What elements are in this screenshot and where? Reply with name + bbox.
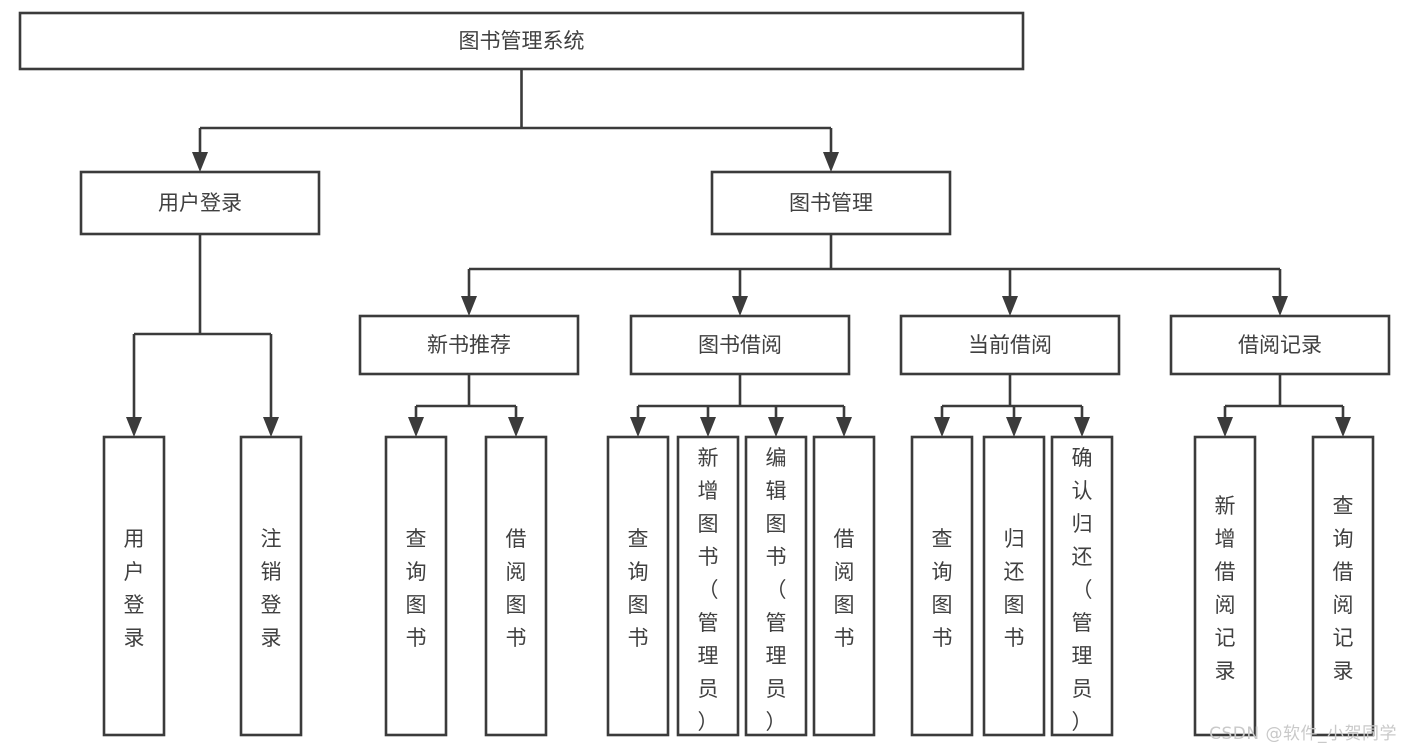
node-box-leaf-query-book-3 <box>910 435 974 737</box>
node-box-leaf-edit-book <box>744 435 808 737</box>
arrow-down-icon-leaf-borrow-book-1 <box>508 417 524 437</box>
node-box-new-book-recommend <box>358 314 580 376</box>
node-box-leaf-borrow-book-1 <box>484 435 548 737</box>
node-leaf-edit-book[interactable]: 编辑图书（管理员） <box>744 435 808 737</box>
node-label-leaf-add-borrow-record: 新增借阅记录 <box>1215 494 1236 683</box>
node-leaf-query-book-2[interactable]: 查询图书 <box>606 435 670 737</box>
node-label-leaf-query-book-3: 查询图书 <box>932 527 953 650</box>
node-leaf-return-book[interactable]: 归还图书 <box>982 435 1046 737</box>
node-current-borrow[interactable]: 当前借阅 <box>899 314 1121 376</box>
node-label-book-management: 图书管理 <box>789 191 873 215</box>
node-label-leaf-logout: 注销登录 <box>261 527 282 650</box>
node-label-leaf-query-borrow-record: 查询借阅记录 <box>1333 494 1354 683</box>
node-label-leaf-confirm-return: 确认归还（管理员） <box>1072 446 1093 734</box>
arrow-down-icon-leaf-add-book <box>700 417 716 437</box>
arrow-down-icon-new-book-recommend <box>461 296 477 316</box>
node-box-leaf-confirm-return <box>1050 435 1114 737</box>
node-box-leaf-return-book <box>982 435 1046 737</box>
node-leaf-query-book-1[interactable]: 查询图书 <box>384 435 448 737</box>
arrow-down-icon-leaf-edit-book <box>768 417 784 437</box>
node-book-management[interactable]: 图书管理 <box>710 170 952 236</box>
node-label-root: 图书管理系统 <box>459 29 585 53</box>
arrow-down-icon-leaf-user-login <box>126 417 142 437</box>
arrow-down-icon-leaf-confirm-return <box>1074 417 1090 437</box>
arrow-down-icon-leaf-borrow-book-2 <box>836 417 852 437</box>
node-leaf-query-borrow-record[interactable]: 查询借阅记录 <box>1311 435 1375 737</box>
arrow-down-icon-leaf-logout <box>263 417 279 437</box>
node-box-leaf-logout <box>239 435 303 737</box>
node-leaf-add-book[interactable]: 新增图书（管理员） <box>676 435 740 737</box>
node-box-leaf-add-book <box>676 435 740 737</box>
node-new-book-recommend[interactable]: 新书推荐 <box>358 314 580 376</box>
connector-layer <box>126 69 1351 437</box>
node-user-login[interactable]: 用户登录 <box>79 170 321 236</box>
csdn-watermark: CSDN @软件_小贺同学 <box>1209 724 1397 744</box>
node-label-leaf-edit-book: 编辑图书（管理员） <box>766 446 787 734</box>
node-leaf-borrow-book-2[interactable]: 借阅图书 <box>812 435 876 737</box>
node-box-leaf-query-book-2 <box>606 435 670 737</box>
node-label-leaf-borrow-book-2: 借阅图书 <box>834 527 855 650</box>
arrow-down-icon-leaf-query-borrow-record <box>1335 417 1351 437</box>
node-box-leaf-add-borrow-record <box>1193 435 1257 737</box>
node-label-leaf-add-book: 新增图书（管理员） <box>698 446 719 734</box>
node-leaf-add-borrow-record[interactable]: 新增借阅记录 <box>1193 435 1257 737</box>
node-label-leaf-query-book-1: 查询图书 <box>406 527 427 650</box>
node-book-borrow[interactable]: 图书借阅 <box>629 314 851 376</box>
node-label-borrow-record: 借阅记录 <box>1238 333 1322 357</box>
arrow-down-icon-book-borrow <box>732 296 748 316</box>
arrow-down-icon-leaf-query-book-2 <box>630 417 646 437</box>
node-leaf-user-login[interactable]: 用户登录 <box>102 435 166 737</box>
node-label-leaf-query-book-2: 查询图书 <box>628 527 649 650</box>
node-label-leaf-return-book: 归还图书 <box>1004 527 1025 650</box>
node-leaf-query-book-3[interactable]: 查询图书 <box>910 435 974 737</box>
node-leaf-confirm-return[interactable]: 确认归还（管理员） <box>1050 435 1114 737</box>
node-leaf-logout[interactable]: 注销登录 <box>239 435 303 737</box>
node-box-book-borrow <box>629 314 851 376</box>
node-layer: 图书管理系统用户登录图书管理新书推荐图书借阅当前借阅借阅记录用户登录注销登录查询… <box>18 11 1391 737</box>
node-label-leaf-borrow-book-1: 借阅图书 <box>506 527 527 650</box>
node-box-current-borrow <box>899 314 1121 376</box>
node-root[interactable]: 图书管理系统 <box>18 11 1025 71</box>
arrow-down-icon-leaf-return-book <box>1006 417 1022 437</box>
node-box-leaf-query-borrow-record <box>1311 435 1375 737</box>
node-box-leaf-query-book-1 <box>384 435 448 737</box>
node-box-book-management <box>710 170 952 236</box>
node-label-book-borrow: 图书借阅 <box>698 333 782 357</box>
node-label-user-login: 用户登录 <box>158 191 242 215</box>
node-label-current-borrow: 当前借阅 <box>968 333 1052 357</box>
arrow-down-icon-current-borrow <box>1002 296 1018 316</box>
node-label-new-book-recommend: 新书推荐 <box>427 333 511 357</box>
arrow-down-icon-leaf-add-borrow-record <box>1217 417 1233 437</box>
arrow-down-icon-borrow-record <box>1272 296 1288 316</box>
arrow-down-icon-leaf-query-book-3 <box>934 417 950 437</box>
node-box-user-login <box>79 170 321 236</box>
node-box-root <box>18 11 1025 71</box>
arrow-down-icon-user-login <box>192 152 208 172</box>
node-box-borrow-record <box>1169 314 1391 376</box>
node-borrow-record[interactable]: 借阅记录 <box>1169 314 1391 376</box>
node-label-leaf-user-login: 用户登录 <box>124 527 145 650</box>
arrow-down-icon-book-management <box>823 152 839 172</box>
node-leaf-borrow-book-1[interactable]: 借阅图书 <box>484 435 548 737</box>
node-box-leaf-user-login <box>102 435 166 737</box>
node-box-leaf-borrow-book-2 <box>812 435 876 737</box>
arrow-down-icon-leaf-query-book-1 <box>408 417 424 437</box>
